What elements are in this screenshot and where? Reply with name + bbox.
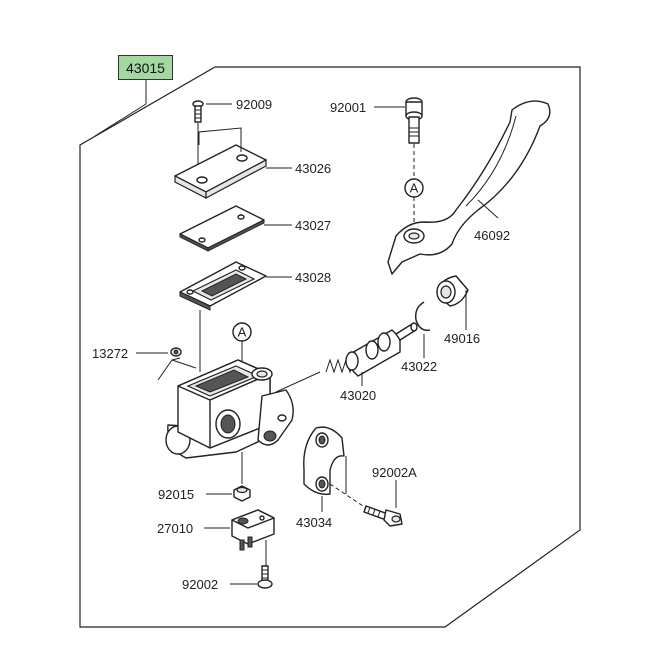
reservoir-cap-43026: [174, 144, 267, 199]
screw-92009: [192, 100, 204, 123]
screw-92002: [257, 565, 273, 589]
label-49016: 49016: [444, 331, 480, 346]
master-cylinder-body: [165, 359, 294, 459]
diaphragm-43028: [179, 261, 267, 311]
label-43022: 43022: [401, 359, 437, 374]
clamp-43034: [303, 426, 345, 495]
label-27010: 27010: [157, 521, 193, 536]
pivot-bolt-92001: [405, 97, 423, 144]
assembly-frame: [79, 66, 581, 628]
label-13272: 13272: [92, 346, 128, 361]
label-43034: 43034: [296, 515, 332, 530]
label-92015: 92015: [158, 487, 194, 502]
label-43028: 43028: [295, 270, 331, 285]
label-43020: 43020: [340, 388, 376, 403]
circlip-43022: [414, 301, 431, 331]
label-92009: 92009: [236, 97, 272, 112]
label-92001: 92001: [330, 100, 366, 115]
label-92002a: 92002A: [372, 465, 417, 480]
marker-a-lower-text: A: [238, 325, 247, 340]
label-92002: 92002: [182, 577, 218, 592]
label-43027: 43027: [295, 218, 331, 233]
nut-92015: [233, 485, 251, 502]
piston-kit-43020: [325, 322, 418, 377]
assembly-number-tag: 43015: [118, 55, 173, 80]
label-43026: 43026: [295, 161, 331, 176]
label-46092: 46092: [474, 228, 510, 243]
diaphragm-plate-43027: [179, 205, 265, 252]
boot-49016: [436, 275, 469, 307]
marker-a-upper-text: A: [410, 181, 419, 196]
clip-13272: [170, 347, 182, 357]
switch-27010: [231, 509, 275, 551]
bolt-92002a: [363, 505, 403, 527]
brake-lever-46092: [387, 100, 551, 275]
